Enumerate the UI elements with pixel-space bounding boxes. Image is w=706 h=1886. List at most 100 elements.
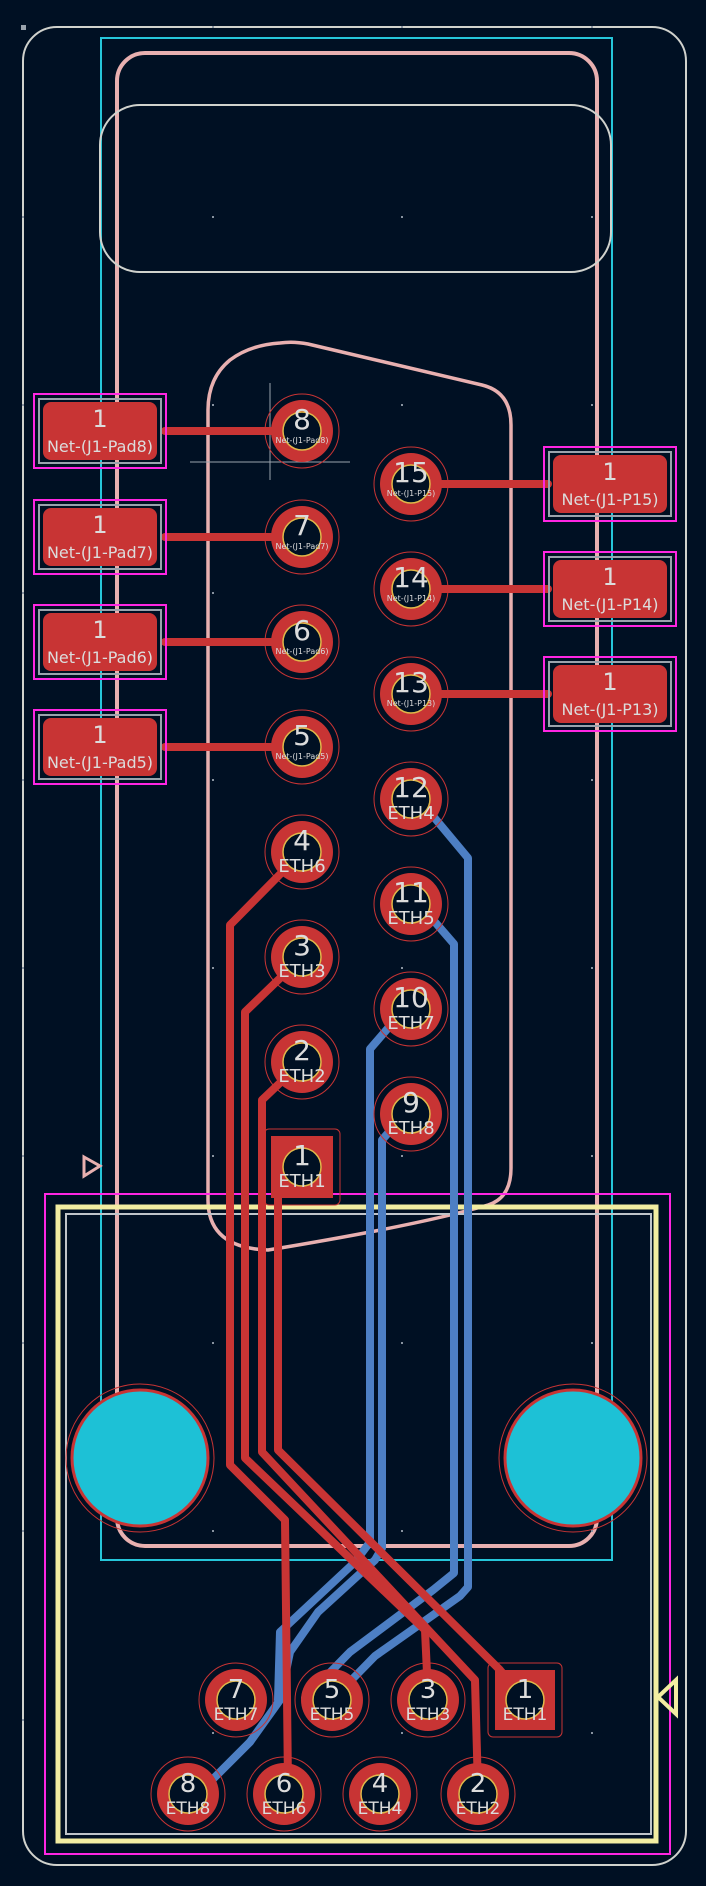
pin-number: 15 xyxy=(393,456,429,489)
trace-eth3 xyxy=(241,953,432,1699)
grid-dot xyxy=(591,1732,593,1734)
pin-number: 6 xyxy=(293,614,311,647)
trace-eth7 xyxy=(274,1016,399,1704)
pad-courtyard xyxy=(33,709,167,785)
pin-net-label: ETH2 xyxy=(278,1066,325,1087)
grid-dot xyxy=(22,404,24,406)
pad-courtyard xyxy=(543,656,677,732)
back-copper-traces xyxy=(206,806,472,1786)
grid-dot xyxy=(591,26,593,28)
pin-number: 1 xyxy=(293,1139,311,1172)
smd-pads: 1Net-(J1-Pad8)1Net-(J1-Pad7)1Net-(J1-Pad… xyxy=(33,393,677,785)
pad-number: 1 xyxy=(92,721,107,749)
grid-dot xyxy=(212,779,214,781)
pin-net-label: ETH3 xyxy=(406,1705,451,1725)
pin-number: 9 xyxy=(402,1086,420,1119)
pin-number: 8 xyxy=(293,403,311,436)
pin-number: 13 xyxy=(393,666,429,699)
pin-drill xyxy=(282,411,322,451)
pin-clearance xyxy=(264,814,340,890)
trace-eth6 xyxy=(226,848,306,1789)
pin-drill xyxy=(391,779,431,819)
pad-copper xyxy=(553,560,667,618)
pad-net-label: Net-(J1-P15) xyxy=(561,490,658,509)
pin-clearance xyxy=(294,1662,370,1738)
pin-clearance xyxy=(150,1756,226,1832)
pin-clearance xyxy=(264,604,340,680)
pin-drill xyxy=(391,989,431,1029)
pin-net-label: Net-(J1-Pad5) xyxy=(275,752,328,761)
grid-dot xyxy=(591,1155,593,1157)
pin1-marker-right xyxy=(655,1675,678,1719)
trace-eth5 xyxy=(301,910,458,1702)
grid-dot xyxy=(22,216,24,218)
grid-dot xyxy=(22,592,24,594)
pin-net-label: ETH1 xyxy=(503,1705,548,1725)
connector-mouth-outline xyxy=(99,104,612,273)
mounting-hole-clearance xyxy=(65,1383,215,1533)
grid-dot xyxy=(212,592,214,594)
pad-courtyard xyxy=(543,551,677,627)
grid-dot xyxy=(22,1719,24,1721)
pin-number: 12 xyxy=(393,771,429,804)
grid-dot xyxy=(212,26,214,28)
pad-copper xyxy=(553,665,667,723)
pin-drill xyxy=(282,937,322,977)
pad-copper xyxy=(43,613,157,671)
pin-clearance xyxy=(264,709,340,785)
pad-number: 1 xyxy=(602,668,617,696)
pin-drill xyxy=(458,1774,498,1814)
pin-drill xyxy=(360,1774,400,1814)
board-edge-outline xyxy=(22,26,687,1866)
pad-fab xyxy=(38,398,162,464)
pad-copper xyxy=(43,508,157,566)
pin-drill xyxy=(282,622,322,662)
pin-net-label: Net-(J1-Pad6) xyxy=(275,647,328,656)
pin-clearance xyxy=(264,1024,340,1100)
pin-net-label: ETH1 xyxy=(278,1171,325,1192)
grid-dot xyxy=(22,1342,24,1344)
trace-eth4 xyxy=(326,806,472,1706)
pin-drill xyxy=(391,1094,431,1134)
grid-dot xyxy=(591,404,593,406)
grid-dot xyxy=(401,404,403,406)
pin-clearance xyxy=(246,1756,322,1832)
pin-clearance xyxy=(373,866,449,942)
pin-clearance xyxy=(342,1756,418,1832)
grid-dot xyxy=(212,1155,214,1157)
pin-number: 7 xyxy=(228,1675,245,1705)
pin-number: 2 xyxy=(470,1769,487,1799)
pin-clearance xyxy=(264,499,340,575)
